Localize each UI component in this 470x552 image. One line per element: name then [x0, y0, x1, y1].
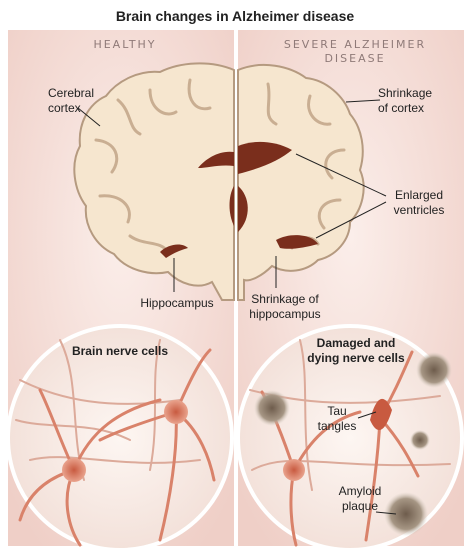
- label-enlarged-ventricles: Enlarged ventricles: [384, 188, 454, 218]
- label-cerebral-cortex: Cerebral cortex: [48, 86, 94, 116]
- label-tau-tangles: Tau tangles: [312, 404, 362, 434]
- healthy-heading: HEALTHY: [60, 38, 190, 51]
- label-damaged-cells: Damaged and dying nerve cells: [296, 336, 416, 366]
- label-brain-nerve-cells: Brain nerve cells: [60, 344, 180, 359]
- label-amyloid-plaque: Amyloid plaque: [330, 484, 390, 514]
- healthy-cells-circle: [8, 326, 232, 550]
- disease-heading-line1: SEVERE ALZHEIMER: [260, 38, 450, 51]
- label-shrinkage-cortex: Shrinkage of cortex: [378, 86, 432, 116]
- figure-title: Brain changes in Alzheimer disease: [0, 8, 470, 24]
- disease-heading-line2: DISEASE: [260, 52, 450, 65]
- label-shrinkage-hippocampus: Shrinkage of hippocampus: [240, 292, 330, 322]
- label-hippocampus: Hippocampus: [132, 296, 222, 311]
